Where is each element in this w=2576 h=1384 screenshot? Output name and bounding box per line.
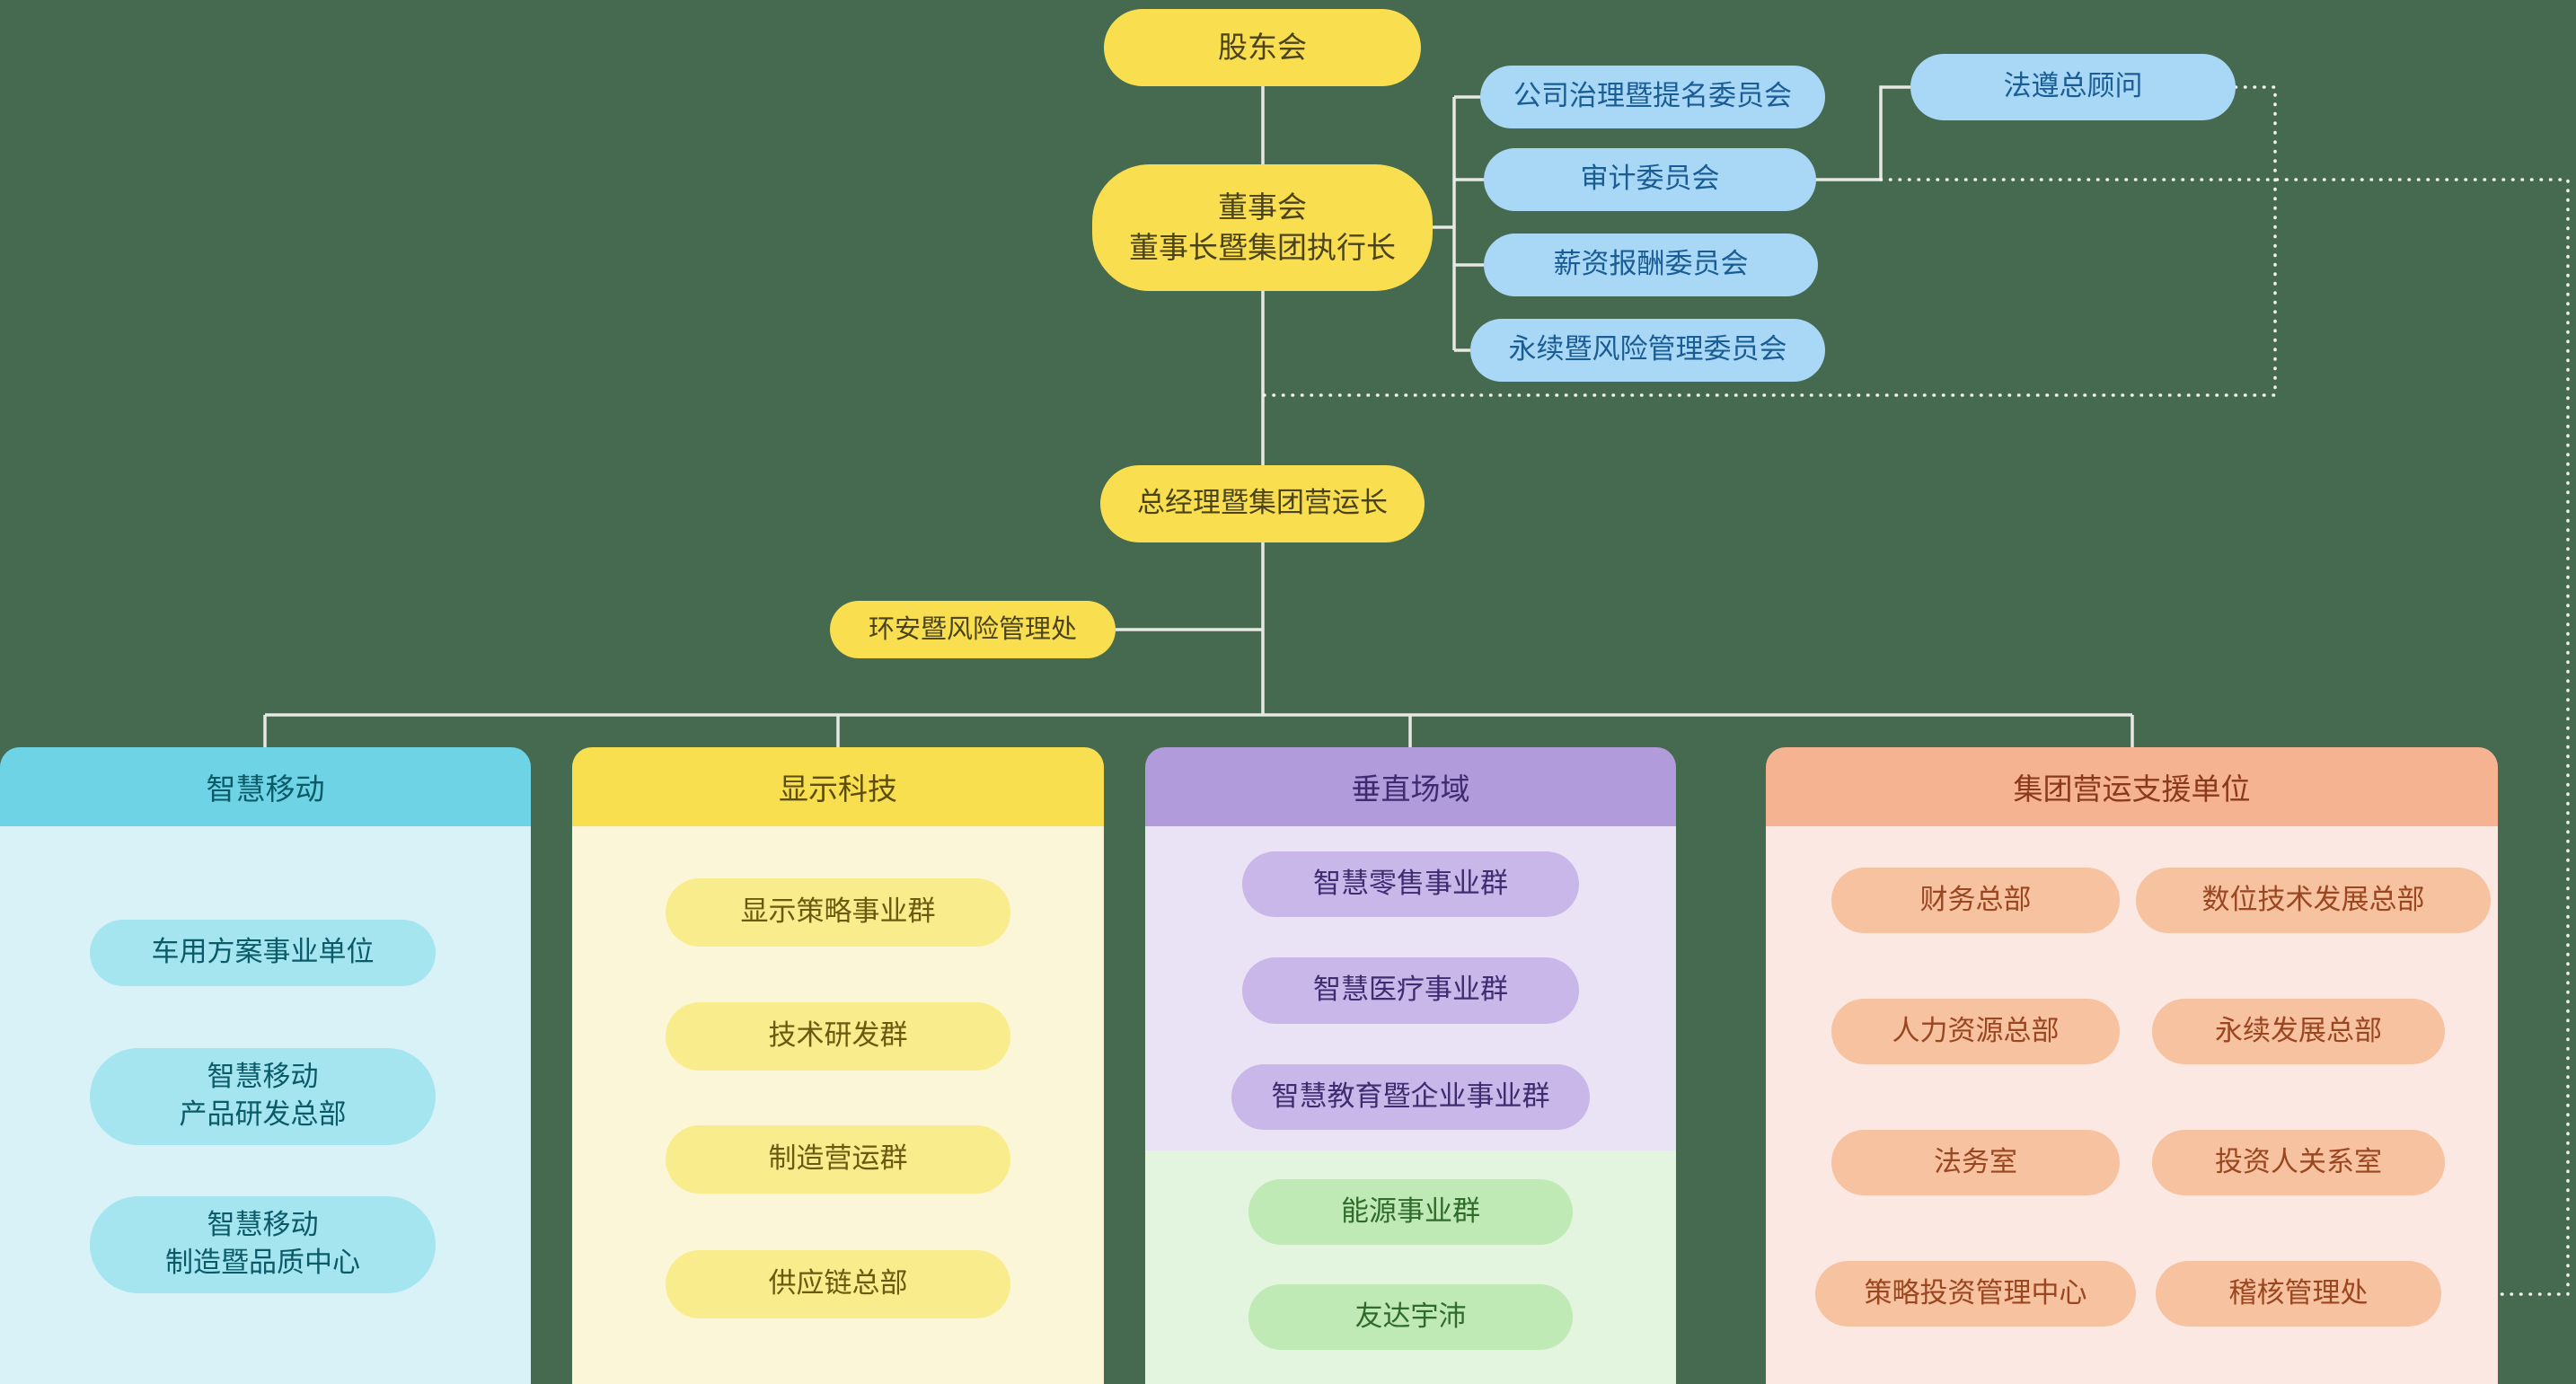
committee-sustainability-risk: 永续暨风险管理委员会 — [1470, 319, 1825, 382]
unit-smart-education-enterprise: 智慧教育暨企业事业群 — [1231, 1064, 1590, 1130]
node-president-coo: 总经理暨集团营运长 — [1100, 465, 1425, 542]
unit-auo-envirotech: 友达宇沛 — [1248, 1284, 1573, 1350]
unit-investor-relations: 投资人关系室 — [2152, 1130, 2445, 1195]
unit-audit-management: 稽核管理处 — [2156, 1261, 2441, 1327]
column-display-tech-header: 显示科技 — [572, 747, 1104, 826]
unit-sustainability-hq: 永续发展总部 — [2152, 999, 2445, 1064]
column-smart-mobility-header: 智慧移动 — [0, 747, 531, 826]
unit-manufacturing-ops: 制造营运群 — [666, 1125, 1010, 1194]
unit-smart-retail: 智慧零售事业群 — [1242, 851, 1579, 917]
node-chief-compliance-officer: 法遵总顾问 — [1910, 54, 2236, 120]
unit-smart-mobility-mfg-quality: 智慧移动 制造暨品质中心 — [90, 1196, 436, 1293]
unit-vehicle-solutions: 车用方案事业单位 — [90, 920, 436, 986]
node-ehs-risk-management: 环安暨风险管理处 — [830, 601, 1116, 658]
unit-digital-tech-hq: 数位技术发展总部 — [2136, 868, 2491, 933]
unit-energy: 能源事业群 — [1248, 1179, 1573, 1245]
unit-tech-rd: 技术研发群 — [666, 1002, 1010, 1071]
column-vertical-domain-header: 垂直场域 — [1145, 747, 1676, 826]
unit-strategic-investment: 策略投资管理中心 — [1815, 1261, 2136, 1327]
unit-smart-medical: 智慧医疗事业群 — [1242, 957, 1579, 1024]
unit-legal-office: 法务室 — [1831, 1130, 2120, 1195]
committee-compensation: 薪资报酬委员会 — [1484, 234, 1818, 296]
unit-display-strategy: 显示策略事业群 — [666, 878, 1010, 947]
unit-hr-hq: 人力资源总部 — [1831, 999, 2120, 1064]
node-shareholders: 股东会 — [1104, 9, 1421, 86]
unit-supply-chain: 供应链总部 — [666, 1250, 1010, 1318]
unit-finance-hq: 财务总部 — [1831, 868, 2120, 933]
node-board-chairman: 董事会 董事长暨集团执行长 — [1092, 164, 1433, 291]
unit-smart-mobility-rd: 智慧移动 产品研发总部 — [90, 1048, 436, 1145]
committee-governance-nomination: 公司治理暨提名委员会 — [1480, 66, 1825, 128]
solid-connectors — [263, 85, 2134, 747]
committee-audit: 审计委员会 — [1484, 148, 1816, 211]
column-group-support-header: 集团营运支援单位 — [1766, 747, 2498, 826]
